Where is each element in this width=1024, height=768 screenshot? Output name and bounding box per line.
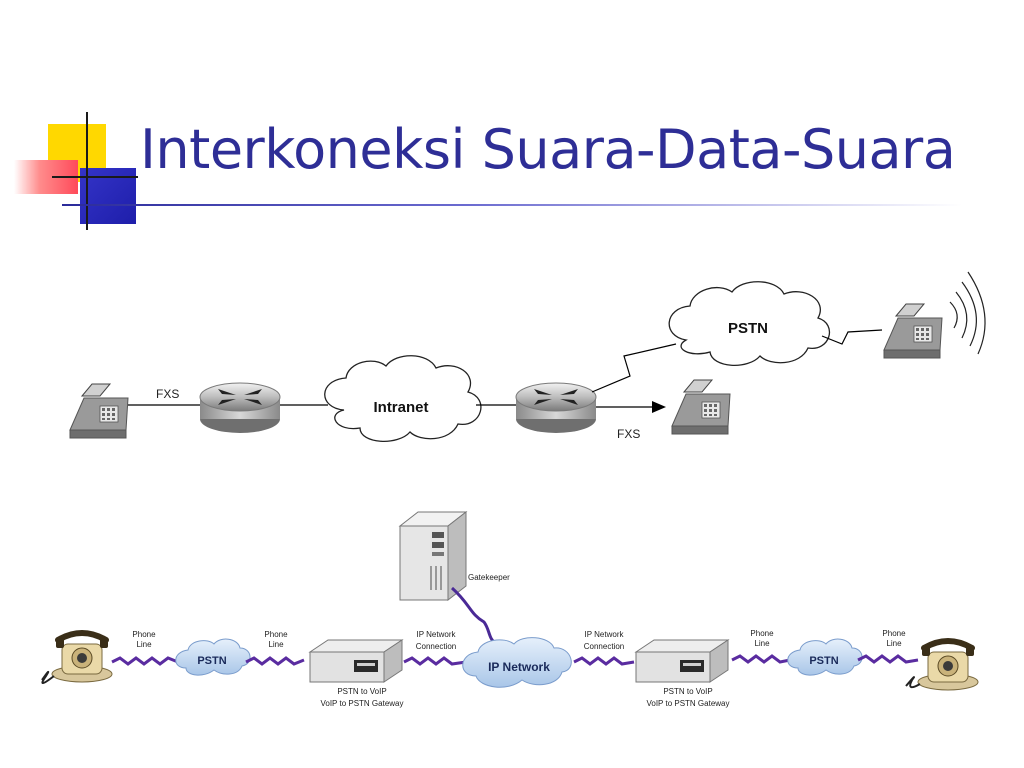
left-phone-cord: [41, 670, 55, 684]
ip-conn-right-label-b: Connection: [584, 642, 624, 651]
phone-line-label-2-b: Line: [268, 640, 284, 649]
ip-connection-link-left: [403, 656, 467, 666]
pstn-right-cloud: [787, 638, 863, 676]
wireless-waves-icon: [949, 271, 986, 355]
right-gateway-label-a: PSTN to VoIP: [663, 687, 712, 696]
router-to-pstn-zigzag: [591, 343, 677, 393]
intranet-label: Intranet: [373, 399, 428, 416]
left-gateway-icon: [309, 639, 403, 683]
slide-title: Interkoneksi Suara-Data-Suara: [140, 118, 956, 181]
pstn-left-label: PSTN: [197, 655, 226, 667]
ip-conn-left-label-a: IP Network: [417, 630, 457, 639]
title-underline: [62, 204, 962, 206]
phone-line-link-3: [731, 654, 791, 664]
wireless-phone-icon: [883, 303, 943, 359]
right-fxs-label: FXS: [617, 427, 640, 441]
left-antique-phone-icon: [52, 633, 112, 682]
ip-network-cloud: [462, 637, 572, 688]
phone-line-label-3-a: Phone: [750, 629, 774, 638]
phone-line-label-4-b: Line: [886, 639, 902, 648]
phone-line-link-1: [111, 656, 179, 666]
gatekeeper-server-icon: [398, 510, 468, 602]
phone-line-label-3-b: Line: [754, 639, 770, 648]
phone-line-link-4: [857, 654, 919, 664]
pstn-cloud: [668, 281, 830, 367]
right-phone-cord: [905, 676, 921, 689]
left-router-icon: [199, 382, 281, 434]
pstn-label: PSTN: [728, 320, 768, 337]
pstn-right-label: PSTN: [809, 655, 838, 667]
bottom-diagram: Gatekeeper Phone Line PSTN Phone Line PS…: [41, 510, 978, 708]
phone-line-link-2: [245, 656, 305, 666]
ip-conn-right-label-a: IP Network: [585, 630, 625, 639]
ip-connection-link-right: [573, 656, 635, 666]
ip-network-label: IP Network: [488, 660, 550, 674]
right-gateway-icon: [635, 639, 729, 683]
intranet-cloud: [324, 355, 482, 443]
top-diagram: FXS Intranet FXS PSTN: [69, 271, 986, 443]
phone-line-label-1-b: Line: [136, 640, 152, 649]
title-ornament-vertical-line: [86, 112, 88, 230]
phone-line-label-1-a: Phone: [132, 630, 156, 639]
gatekeeper-link: [451, 586, 497, 646]
phone-line-label-2-a: Phone: [264, 630, 288, 639]
left-gateway-label-a: PSTN to VoIP: [337, 687, 386, 696]
pstn-to-phone-zigzag: [821, 329, 883, 345]
left-phone-icon: [69, 383, 129, 439]
phone-line-label-4-a: Phone: [882, 629, 906, 638]
gatekeeper-label: Gatekeeper: [468, 573, 510, 582]
pstn-left-cloud: [175, 638, 251, 676]
right-phone-icon: [671, 379, 731, 435]
right-gateway-label-b: VoIP to PSTN Gateway: [646, 699, 729, 708]
title-ornament-horizontal-line: [52, 176, 138, 178]
left-gateway-label-b: VoIP to PSTN Gateway: [320, 699, 403, 708]
right-fxs-arrow: [652, 401, 666, 413]
right-router-icon: [515, 382, 597, 434]
right-antique-phone-icon: [918, 641, 978, 690]
left-fxs-label: FXS: [156, 387, 179, 401]
ip-conn-left-label-b: Connection: [416, 642, 456, 651]
